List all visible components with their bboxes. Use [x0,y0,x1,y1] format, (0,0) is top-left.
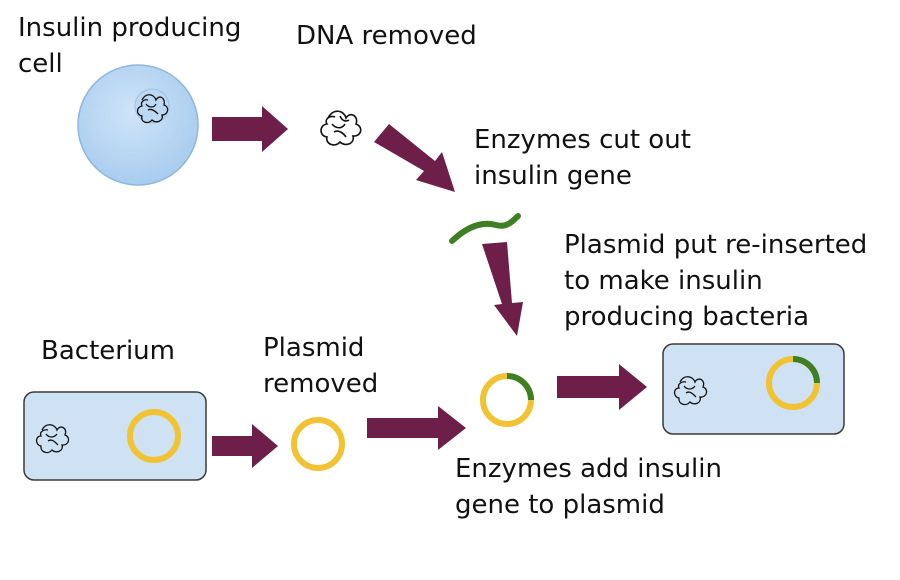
arrow-bacterium-to-plasmid [212,424,278,468]
arrow-recombinant-to-bacteria [557,364,647,410]
label-enzymes-add: Enzymes add insulin gene to plasmid [455,451,722,523]
label-line: removed [263,369,379,399]
label-line: Plasmid [263,333,365,363]
label-line: Insulin producing [18,13,242,43]
insulin-producing-cell [77,64,199,186]
label-plasmid-reinserted: Plasmid put re-inserted to make insulin … [564,227,867,335]
bacterium-body [662,343,845,435]
label-line: gene to plasmid [455,490,665,520]
label-bacterium: Bacterium [41,333,175,369]
label-line: insulin gene [474,161,632,191]
label-line: DNA removed [296,21,477,51]
bacterium-dna-scribble [35,424,70,454]
insulin-producing-bacterium [662,343,845,435]
arrow-shape [374,124,455,192]
arrow-shape [212,106,288,152]
bacterium-dna-scribble [673,376,708,406]
arrow-plasmid-to-recombinant [367,406,466,450]
label-line: cell [18,49,63,79]
label-line: to make insulin [564,266,763,296]
label-line: Plasmid put re-inserted [564,230,868,260]
label-line: producing bacteria [564,302,810,332]
arrow-shape [557,364,647,410]
label-dna-removed: DNA removed [296,18,477,54]
label-enzymes-cut: Enzymes cut out insulin gene [474,122,691,194]
cell-body [77,64,199,186]
bacterium [23,391,207,481]
label-line: Enzymes cut out [474,125,691,155]
label-plasmid-removed: Plasmid removed [263,330,378,402]
arrow-shape [367,406,466,450]
insulin-gene [449,213,521,244]
arrow-shape [212,424,278,468]
label-insulin-producing-cell: Insulin producing cell [18,10,241,82]
removed-dna-scribble [320,110,362,146]
arrow-cell-to-dna [212,106,288,152]
cell-dna-scribble [136,94,169,124]
label-line: Enzymes add insulin [455,454,722,484]
bacterium-plasmid [127,409,181,463]
arrow-shape [482,242,523,336]
bacterium-plasmid-insulin-segment [792,356,820,384]
recombinant-plasmid [480,373,534,427]
removed-plasmid [291,417,345,471]
arrow-gene-to-plasmid [482,242,523,336]
label-line: Bacterium [41,336,175,366]
plasmid-insulin-segment [506,373,534,401]
arrow-dna-to-gene [374,124,455,192]
